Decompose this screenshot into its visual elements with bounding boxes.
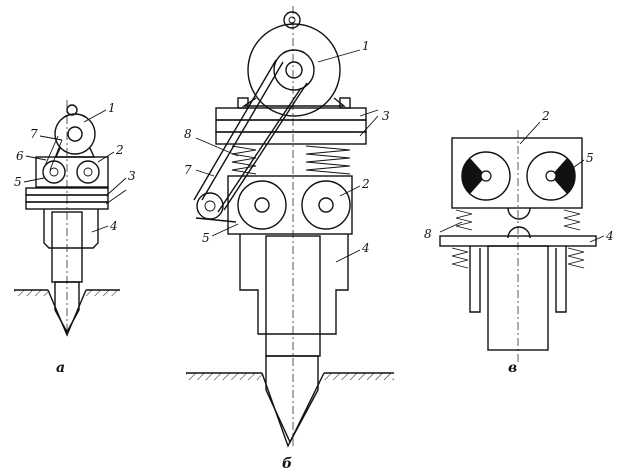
- view-b-pit: [261, 372, 325, 448]
- view-b-leader-1: [317, 49, 361, 63]
- view-b-plate-1: [215, 107, 367, 121]
- view-c-vibrator-housing: [451, 137, 583, 209]
- view-a-label-2: 2: [115, 143, 124, 157]
- view-c-spring-right-bottom: [567, 247, 585, 269]
- view-b-eccentric-right: [301, 180, 351, 230]
- view-a-label-5: 5: [14, 175, 22, 189]
- view-a-belt: [43, 135, 59, 169]
- view-a-label-7: 7: [30, 127, 38, 141]
- view-a-leader-3a: [105, 177, 127, 197]
- view-b-pile-cap: [239, 234, 349, 335]
- view-a-leader-1: [83, 109, 107, 123]
- view-b-motor-pulley-outer: [273, 49, 315, 91]
- view-a-pile-cap: [43, 209, 99, 249]
- view-c-caption: в: [508, 360, 517, 376]
- view-b-label-1: 1: [362, 39, 370, 53]
- view-c-leader-4: [589, 235, 605, 243]
- view-b-leader-5: [211, 223, 239, 237]
- view-c-bracket-left: [469, 246, 481, 313]
- view-a-label-4: 4: [109, 219, 118, 233]
- view-b-label-8: 8: [184, 127, 192, 141]
- view-c-spring-left-top: [455, 209, 473, 231]
- view-b-leader-7: [195, 169, 215, 177]
- view-b-ground-left-hatch: [186, 373, 262, 380]
- view-b-spring-right: [305, 145, 351, 175]
- view-a-leader-5: [23, 177, 45, 183]
- view-b-motor: [247, 23, 341, 117]
- view-c-coupling-bottom: [507, 226, 531, 239]
- view-c-shaft-right: [545, 170, 557, 182]
- view-a-motor: [54, 113, 96, 155]
- view-c-label-5: 5: [586, 151, 594, 165]
- view-c-eccentric-right-mass: [551, 158, 576, 194]
- view-a-shaft-right: [83, 167, 93, 177]
- view-b-leader-3a: [359, 109, 379, 117]
- view-a-pile-tip: [54, 281, 80, 334]
- view-a-leader-7: [39, 135, 63, 141]
- view-a-belt-inner: [49, 139, 63, 171]
- view-c-label-8: 8: [424, 227, 432, 241]
- view-b-shaft-right: [318, 197, 334, 213]
- view-c: 2 5 8 4 в: [424, 109, 614, 376]
- view-a-ground-left-hatch: [14, 290, 48, 296]
- view-c-eccentric-left-mass: [461, 158, 486, 194]
- view-b-leader-3b: [359, 115, 379, 137]
- view-a-shaft-left: [49, 167, 59, 177]
- view-a-caption: а: [56, 360, 65, 376]
- view-a-label-3: 3: [128, 169, 136, 183]
- view-a-leader-2: [97, 151, 115, 163]
- view-b-label-4: 4: [361, 241, 370, 255]
- view-b-leader-4: [335, 249, 361, 263]
- view-a: 1 7 6 2 5 3 4 а: [14, 100, 136, 376]
- view-c-spring-right-top: [563, 209, 581, 231]
- view-c-leader-2: [519, 121, 541, 145]
- view-b-tension-pulley: [196, 192, 224, 220]
- view-b-belt-right-inner: [217, 87, 302, 213]
- view-a-label-1: 1: [108, 101, 116, 115]
- view-b-ground-right-hatch: [324, 373, 394, 380]
- view-b-caption: б: [282, 456, 292, 472]
- view-b-spring-left: [231, 145, 257, 175]
- view-a-leader-6: [25, 155, 47, 161]
- view-c-spring-left-bottom: [451, 247, 469, 269]
- view-c-leader-8: [439, 221, 463, 233]
- view-b-lifting-eye: [283, 11, 301, 29]
- view-c-label-2: 2: [541, 109, 550, 123]
- view-a-label-6: 6: [16, 149, 24, 163]
- view-a-eccentric-left: [42, 160, 66, 184]
- view-b-vibrator-housing: [227, 175, 353, 235]
- view-a-leader-4: [91, 225, 109, 233]
- view-b: 1 3 8 7 2 5 4 б: [184, 6, 394, 472]
- view-a-ground-right-hatch: [86, 290, 120, 296]
- view-c-leader-5: [569, 159, 585, 171]
- view-b-leader-2: [339, 185, 361, 197]
- view-b-plate-3: [215, 131, 367, 145]
- view-b-belt-lower: [195, 217, 237, 223]
- view-b-pile-tip: [265, 355, 319, 444]
- view-b-lifting-eye-hole: [288, 16, 296, 24]
- view-b-label-3: 3: [382, 109, 390, 123]
- view-c-bracket-right: [555, 246, 567, 313]
- view-a-leader-3b: [105, 189, 127, 205]
- view-b-leader-8: [195, 137, 239, 157]
- view-b-plate-2: [215, 119, 367, 133]
- view-b-label-7: 7: [184, 163, 192, 177]
- view-b-belt-left-inner: [201, 61, 284, 201]
- view-c-shaft-left: [480, 170, 492, 182]
- view-b-label-2: 2: [361, 177, 370, 191]
- view-a-motor-pulley: [67, 126, 83, 142]
- view-a-vibrator-housing: [35, 156, 109, 188]
- view-b-belt-left-outer: [193, 59, 277, 201]
- view-c-coupling-top: [507, 207, 531, 220]
- view-b-tension-pulley-hub: [204, 200, 216, 212]
- view-a-eccentric-right: [76, 160, 100, 184]
- view-b-label-5: 5: [202, 231, 210, 245]
- view-a-lifting-eye: [66, 104, 78, 116]
- view-b-motor-pulley: [285, 61, 303, 79]
- view-b-shaft-left: [254, 197, 270, 213]
- view-b-eccentric-left: [237, 180, 287, 230]
- view-c-label-4: 4: [605, 229, 614, 243]
- view-b-motor-base: [241, 97, 346, 107]
